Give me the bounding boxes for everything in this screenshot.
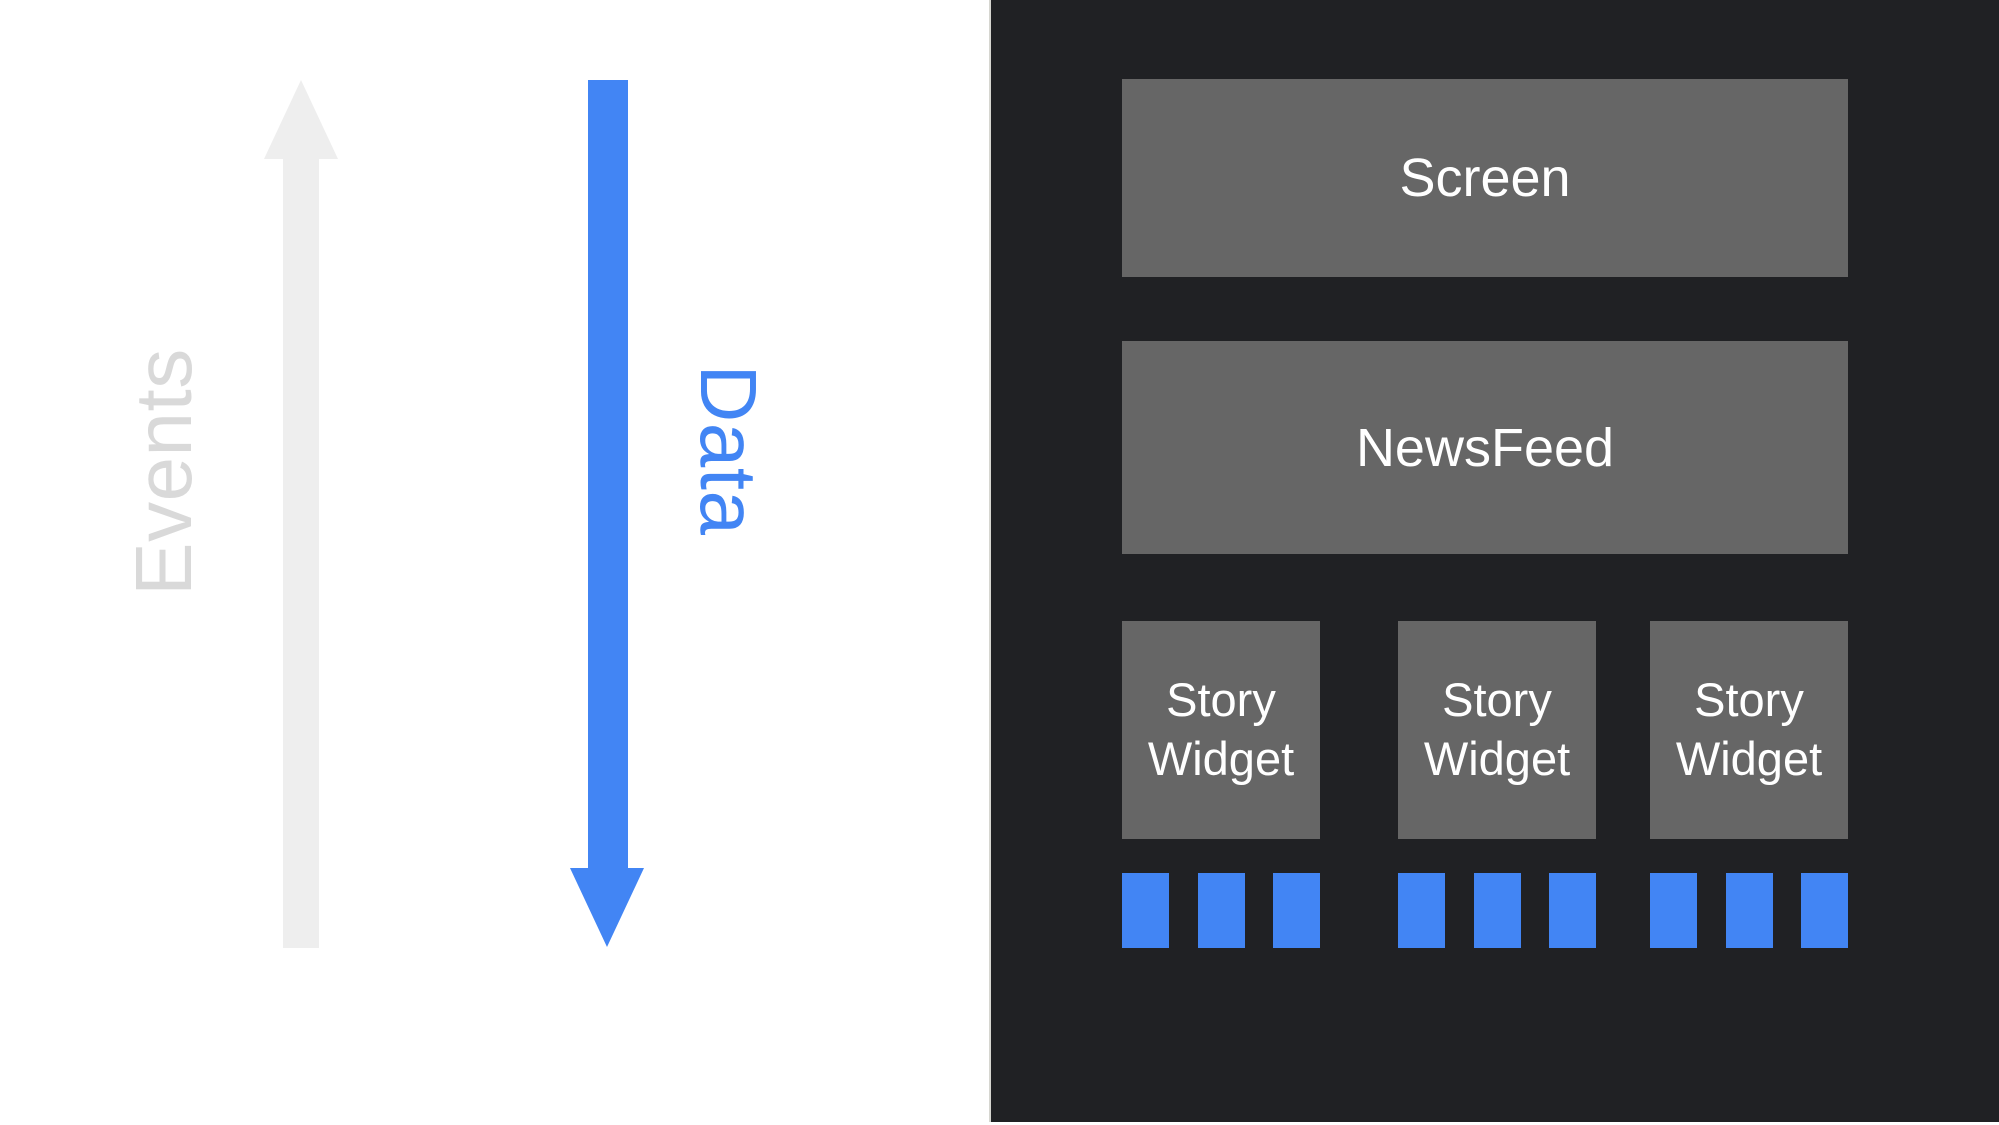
story-tile — [1549, 873, 1596, 948]
story-tile — [1197, 873, 1245, 948]
arrow-up-icon — [264, 80, 338, 948]
story-tiles-group — [1398, 873, 1596, 948]
story-widget-box: Story Widget — [1122, 621, 1320, 839]
story-tile — [1122, 873, 1169, 948]
story-widget-box: Story Widget — [1650, 621, 1848, 839]
events-label: Events — [119, 348, 208, 596]
widget-tree-panel: Screen NewsFeed Story Widget Story Widge… — [989, 0, 1999, 1122]
story-tile — [1273, 873, 1320, 948]
data-label: Data — [684, 364, 773, 536]
story-tile — [1725, 873, 1773, 948]
screen-box: Screen — [1122, 79, 1848, 277]
story-widget-box: Story Widget — [1398, 621, 1596, 839]
newsfeed-box: NewsFeed — [1122, 341, 1848, 554]
story-tile — [1398, 873, 1445, 948]
story-tiles-group — [1650, 873, 1848, 948]
story-tile — [1473, 873, 1521, 948]
story-tile — [1801, 873, 1848, 948]
story-tiles-group — [1122, 873, 1320, 948]
arrow-down-icon — [570, 80, 644, 947]
story-tile — [1650, 873, 1697, 948]
